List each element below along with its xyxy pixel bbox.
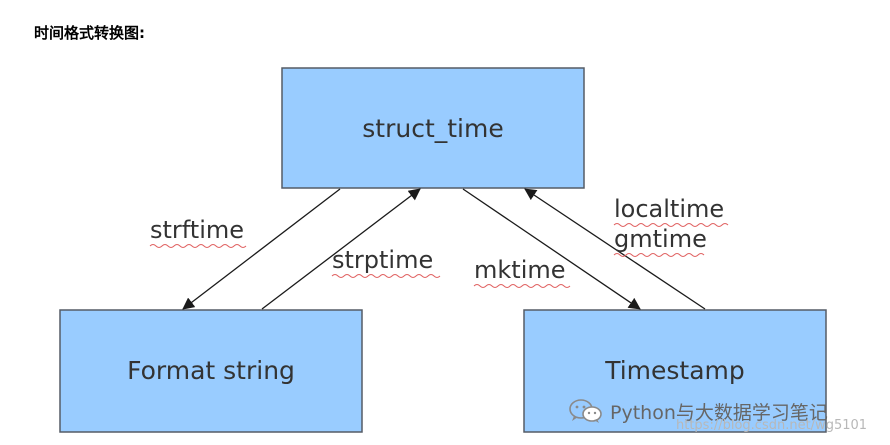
watermark-text: Python与大数据学习笔记 — [610, 401, 828, 424]
edge-label-localtime: localtime — [614, 195, 724, 223]
node-format-string-box — [59, 309, 363, 433]
spellcheck-underline-gmtime — [613, 253, 705, 257]
node-struct-time-box — [281, 67, 585, 189]
node-format-string-label: Format string — [127, 356, 295, 385]
spellcheck-underline-mktime — [473, 284, 571, 288]
page-heading: 时间格式转换图: — [34, 24, 145, 42]
edge-label-strptime: strptime — [332, 246, 433, 274]
node-struct-time-label: struct_time — [362, 114, 503, 143]
edge-strftime-arrow — [182, 188, 341, 310]
node-timestamp: Timestamp — [523, 309, 827, 433]
edge-label-strftime: strftime — [150, 216, 244, 244]
wechat-icon — [569, 399, 602, 423]
node-format-string: Format string — [59, 309, 363, 433]
edge-mktime-arrow — [462, 188, 641, 310]
edge-label-mktime: mktime — [474, 256, 566, 284]
watermark: Python与大数据学习笔记 — [568, 396, 828, 426]
node-timestamp-box — [523, 309, 827, 433]
spellcheck-underline-strftime — [149, 244, 247, 248]
edge-label-gmtime: gmtime — [614, 225, 707, 253]
node-timestamp-label: Timestamp — [604, 356, 745, 385]
edge-localtime-gmtime-arrow — [524, 188, 706, 310]
watermark-url: https://blog.csdn.net/wg5101 — [676, 418, 868, 433]
node-struct-time: struct_time — [281, 67, 585, 189]
spellcheck-underline-localtime — [613, 223, 729, 227]
edge-strptime-arrow — [261, 188, 421, 310]
spellcheck-underline-strptime — [331, 274, 441, 278]
